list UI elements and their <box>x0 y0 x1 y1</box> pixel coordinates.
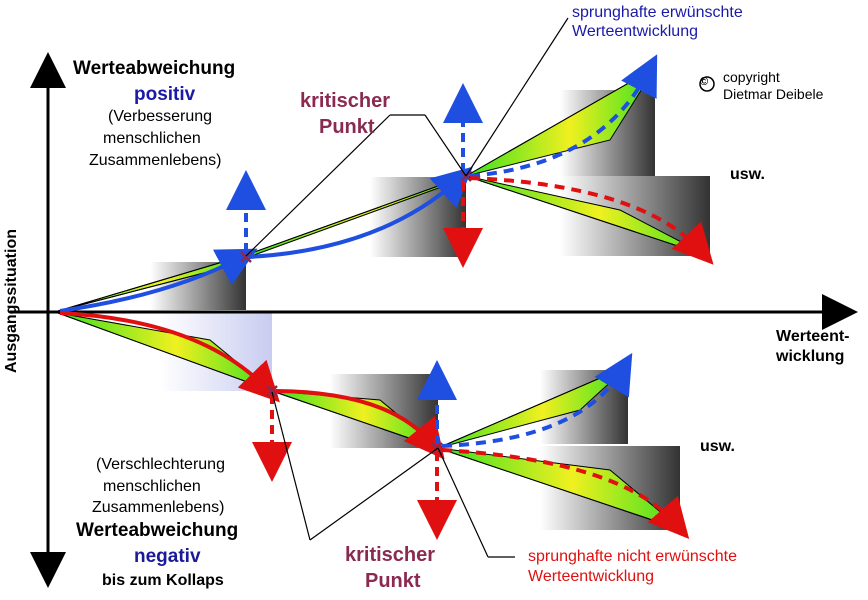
leader-lines <box>245 17 569 558</box>
shade-box-2 <box>370 177 466 257</box>
positive-title: Werteabweichung <box>73 58 236 79</box>
copyright-symbol: © <box>700 76 709 88</box>
note-undesired-line1: sprunghafte nicht erwünschte <box>528 548 738 565</box>
y-axis-label: Ausgangssituation <box>3 228 20 373</box>
copyright-line1: copyright <box>723 69 780 85</box>
red-dashed-branch-lower <box>441 448 690 540</box>
negative-desc-1: (Verschlechterung <box>96 456 225 473</box>
positive-desc-1: (Verbesserung <box>108 108 213 125</box>
blue-dashed-branch-upper <box>469 54 658 178</box>
red-curve-1 <box>59 311 280 403</box>
critical-top-line2: Punkt <box>319 116 375 138</box>
negative-subtitle: negativ <box>134 546 201 567</box>
x-axis-label-line2: wicklung <box>776 348 845 365</box>
negative-extra: bis zum Kollaps <box>102 572 224 589</box>
positive-subtitle: positiv <box>134 84 196 105</box>
note-desired-line1: sprunghafte erwünschte <box>572 4 743 21</box>
x-axis-label-line1: Werteent- <box>776 328 850 345</box>
usw-top: usw. <box>730 166 765 183</box>
positive-desc-3: Zusammenlebens) <box>89 152 222 169</box>
note-undesired-line2: Werteentwicklung <box>528 568 654 585</box>
blue-curve-2 <box>247 166 473 259</box>
usw-bottom: usw. <box>700 438 735 455</box>
red-curve-2 <box>275 389 445 460</box>
negative-desc-2: menschlichen <box>103 478 201 495</box>
positive-desc-2: menschlichen <box>103 130 201 147</box>
negative-title: Werteabweichung <box>76 520 239 541</box>
copyright-line2: Dietmar Deibele <box>723 86 824 102</box>
blue-curve-1 <box>59 248 258 313</box>
note-desired-line2: Werteentwicklung <box>572 23 698 40</box>
shade-box-4 <box>560 176 710 256</box>
critical-bottom-line1: kritischer <box>345 544 436 566</box>
copyright-circle <box>699 76 715 92</box>
red-dashed-branch-upper <box>469 176 714 265</box>
critical-bottom-line2: Punkt <box>365 570 421 592</box>
critical-top-line1: kritischer <box>300 90 391 112</box>
negative-desc-3: Zusammenlebens) <box>92 499 225 516</box>
